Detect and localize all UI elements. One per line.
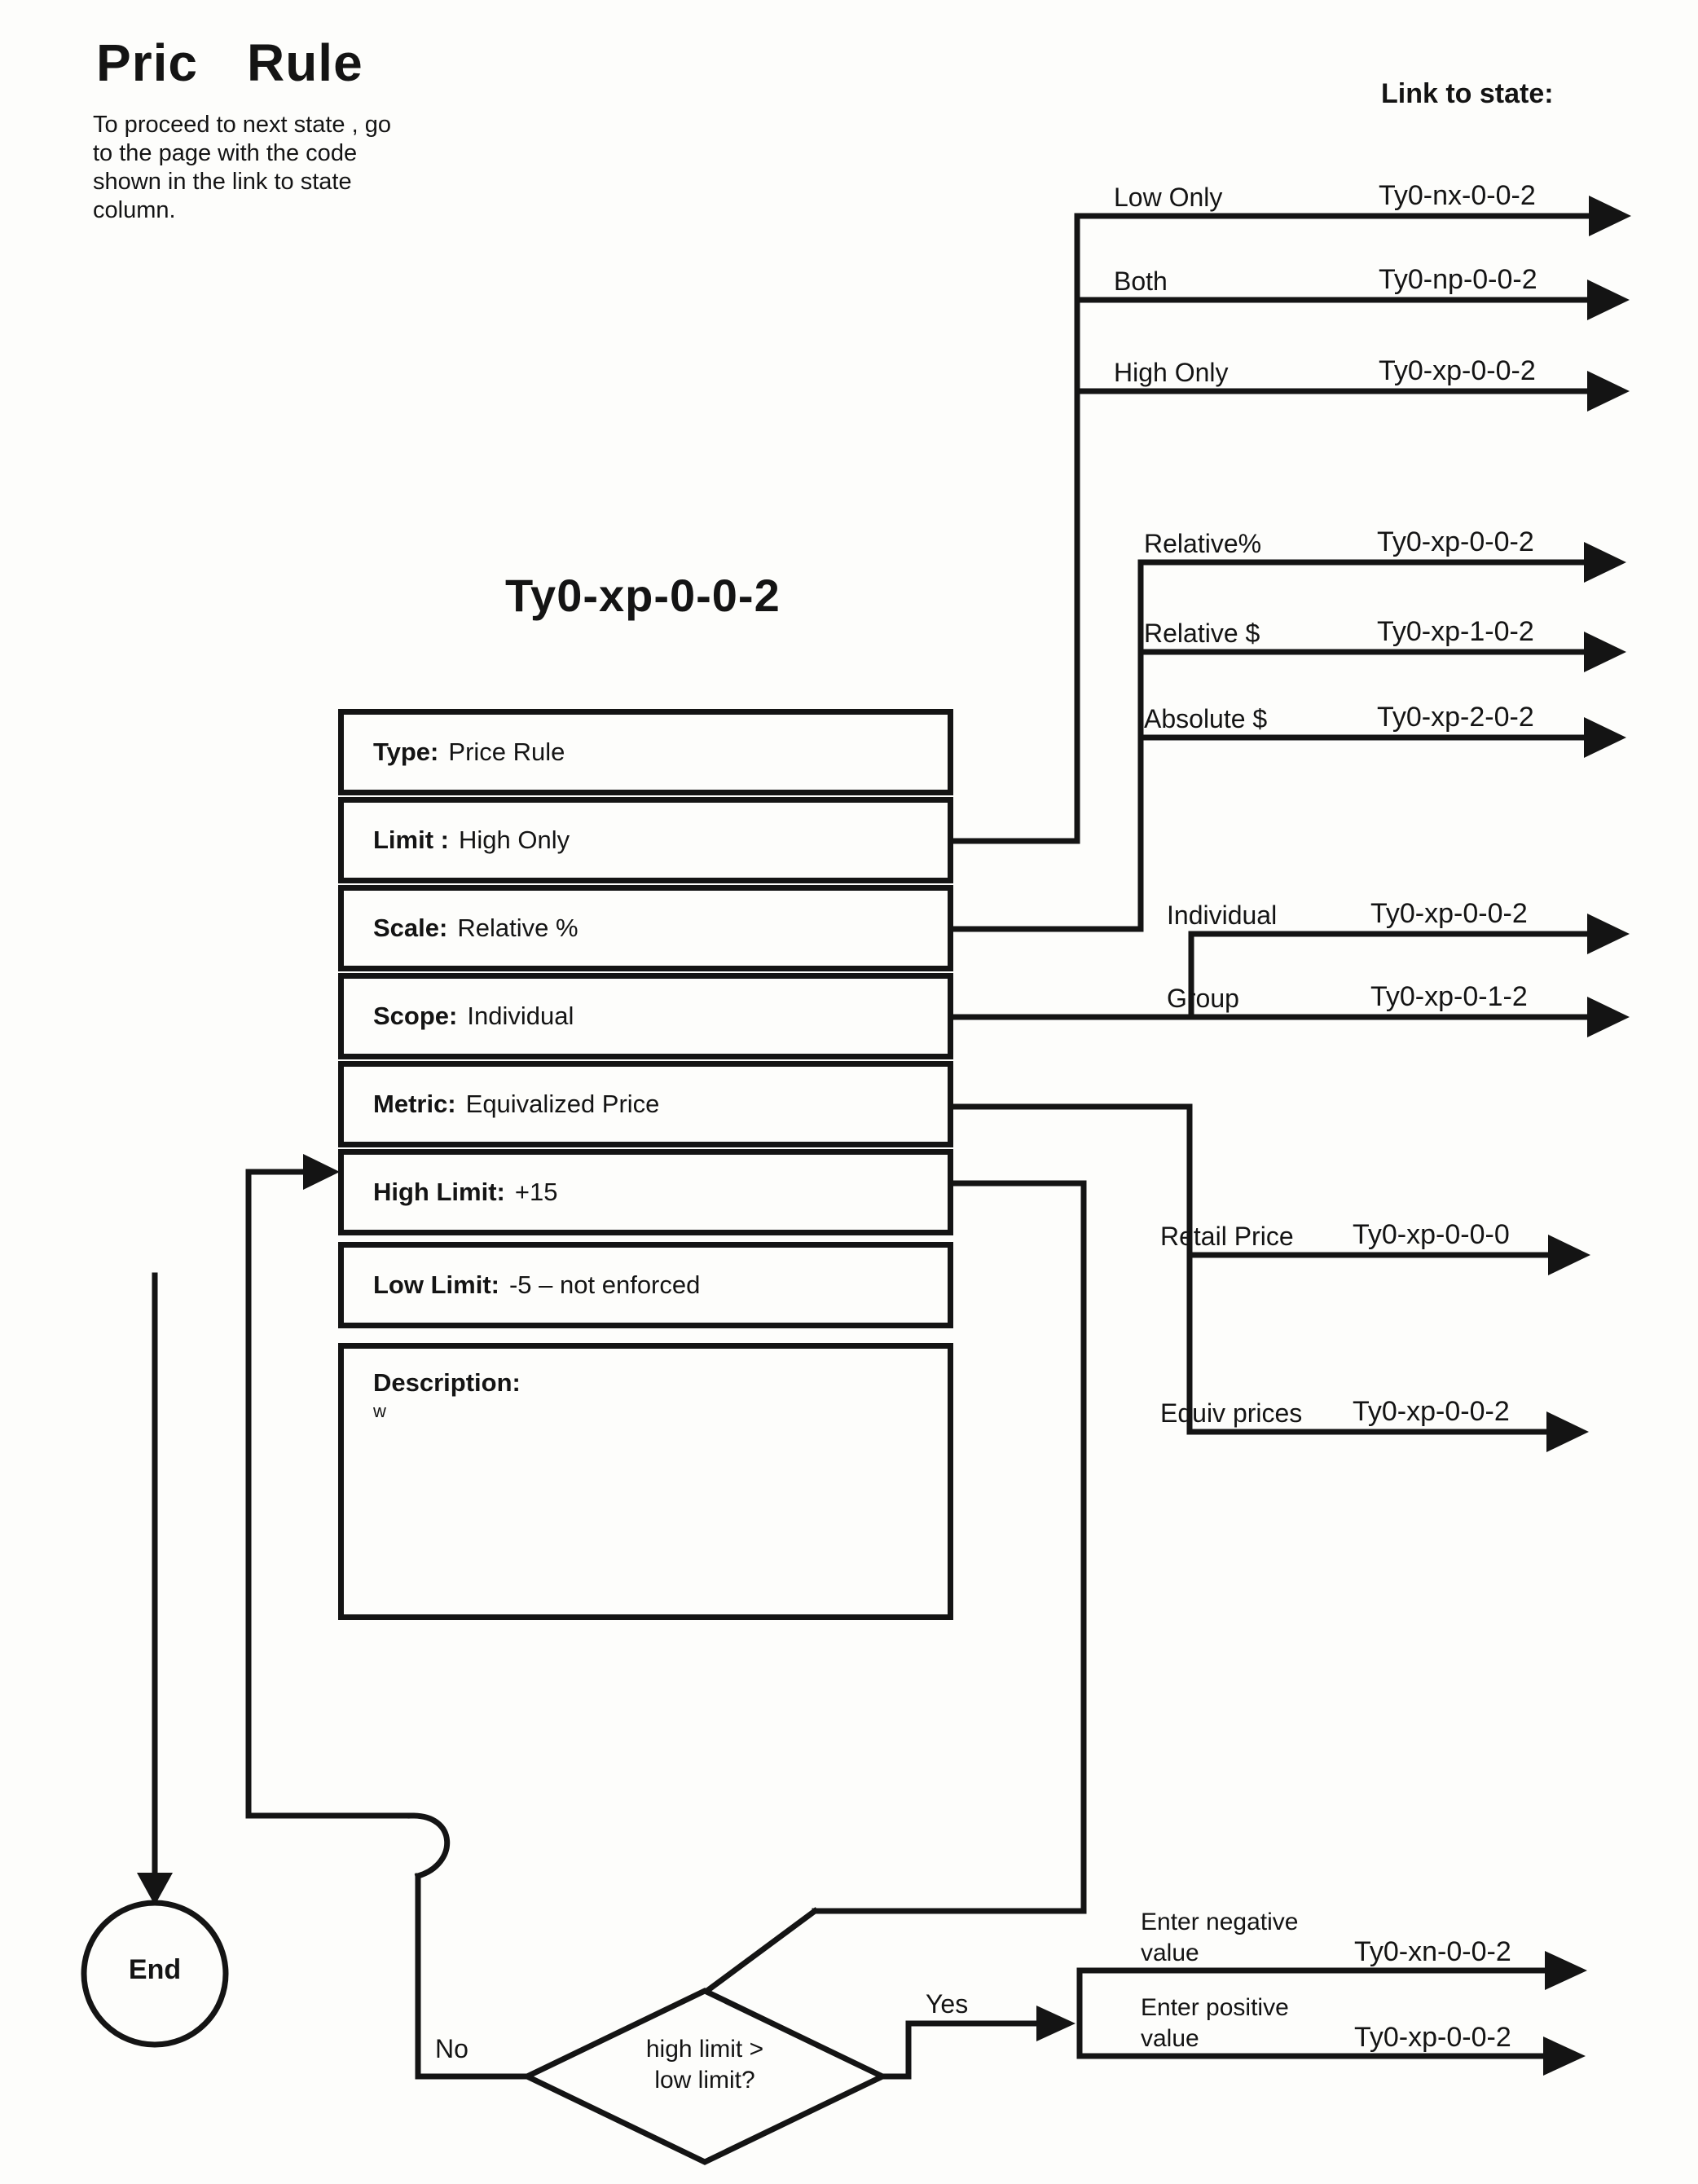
field-value-limit: High Only xyxy=(459,826,570,854)
field-label-type: Type: xyxy=(373,738,439,766)
page-title: Pric Rule xyxy=(96,33,363,93)
branch-label-relative-dollar: Relative $ xyxy=(1144,619,1260,648)
field-value-high-limit: +15 xyxy=(514,1178,558,1206)
page-title-word-1: Pric xyxy=(96,33,198,92)
branch-label-individual: Individual xyxy=(1167,900,1278,930)
state-code-both: Ty0-np-0-0-2 xyxy=(1379,264,1537,295)
state-code-low-only: Ty0-nx-0-0-2 xyxy=(1379,180,1536,211)
state-code-relative-dollar: Ty0-xp-1-0-2 xyxy=(1377,616,1534,647)
branch-label-group: Group xyxy=(1167,984,1239,1013)
branch-label-retail-price: Retail Price xyxy=(1160,1222,1294,1251)
field-box-scope: Scope: Individual xyxy=(338,973,953,1059)
field-box-metric: Metric: Equivalized Price xyxy=(338,1061,953,1147)
field-box-scale: Scale: Relative % xyxy=(338,885,953,971)
branch-label-absolute-dollar: Absolute $ xyxy=(1144,704,1268,733)
page-title-word-2: Rule xyxy=(246,33,363,92)
state-code-equiv-prices: Ty0-xp-0-0-2 xyxy=(1353,1396,1510,1427)
branch-label-equiv-prices: Equiv prices xyxy=(1160,1398,1303,1428)
field-value-scope: Individual xyxy=(467,1002,574,1030)
decision-question: high limit > low limit? xyxy=(645,2036,764,2094)
field-label-limit: Limit : xyxy=(373,826,449,854)
link-to-state-column-header: Link to state: xyxy=(1381,78,1554,109)
state-code-relative-pct: Ty0-xp-0-0-2 xyxy=(1377,526,1534,557)
state-code-absolute-dollar: Ty0-xp-2-0-2 xyxy=(1377,702,1534,733)
state-code-high-only: Ty0-xp-0-0-2 xyxy=(1379,355,1536,386)
field-value-metric: Equivalized Price xyxy=(465,1090,660,1118)
field-box-low-limit: Low Limit: -5 – not enforced xyxy=(338,1242,953,1328)
field-value-scale: Relative % xyxy=(457,914,578,942)
field-label-description: Description: xyxy=(373,1368,521,1397)
field-label-scope: Scope: xyxy=(373,1002,458,1030)
state-code-enter-positive-value: Ty0-xp-0-0-2 xyxy=(1354,2022,1511,2053)
decision-no-label: No xyxy=(435,2034,468,2063)
field-label-metric: Metric: xyxy=(373,1090,456,1118)
state-code-enter-negative-value: Ty0-xn-0-0-2 xyxy=(1354,1936,1511,1967)
branch-label-enter-negative-value: Enter negative value xyxy=(1141,1909,1299,1966)
decision-diamond-shape xyxy=(520,1988,890,2165)
state-code-individual: Ty0-xp-0-0-2 xyxy=(1370,898,1528,929)
field-label-high-limit: High Limit: xyxy=(373,1178,505,1206)
field-box-limit: Limit : High Only xyxy=(338,797,953,883)
field-value-type: Price Rule xyxy=(448,738,565,766)
branch-label-enter-positive-value: Enter positive value xyxy=(1141,1994,1289,2052)
current-state-heading: Ty0-xp-0-0-2 xyxy=(505,570,781,621)
branch-label-high-only: High Only xyxy=(1114,358,1229,387)
field-box-high-limit: High Limit: +15 xyxy=(338,1149,953,1235)
field-label-low-limit: Low Limit: xyxy=(373,1270,499,1299)
decision-yes-label: Yes xyxy=(926,1989,969,2019)
branch-label-low-only: Low Only xyxy=(1114,183,1223,212)
state-code-retail-price: Ty0-xp-0-0-0 xyxy=(1353,1219,1510,1250)
field-label-scale: Scale: xyxy=(373,914,448,942)
end-terminator-circle xyxy=(81,1900,229,2048)
branch-label-relative-pct: Relative% xyxy=(1144,529,1262,558)
field-box-type: Type: Price Rule xyxy=(338,709,953,795)
intro-note: To proceed to next state , go to the pag… xyxy=(93,112,391,223)
state-code-group: Ty0-xp-0-1-2 xyxy=(1370,981,1528,1012)
field-box-description: Description: w xyxy=(338,1343,953,1620)
arrowheads xyxy=(137,196,1631,2076)
field-value-low-limit: -5 – not enforced xyxy=(508,1270,701,1299)
branch-label-both: Both xyxy=(1114,266,1168,296)
description-mark: w xyxy=(373,1401,386,1421)
end-terminator-label: End xyxy=(128,1954,182,1985)
